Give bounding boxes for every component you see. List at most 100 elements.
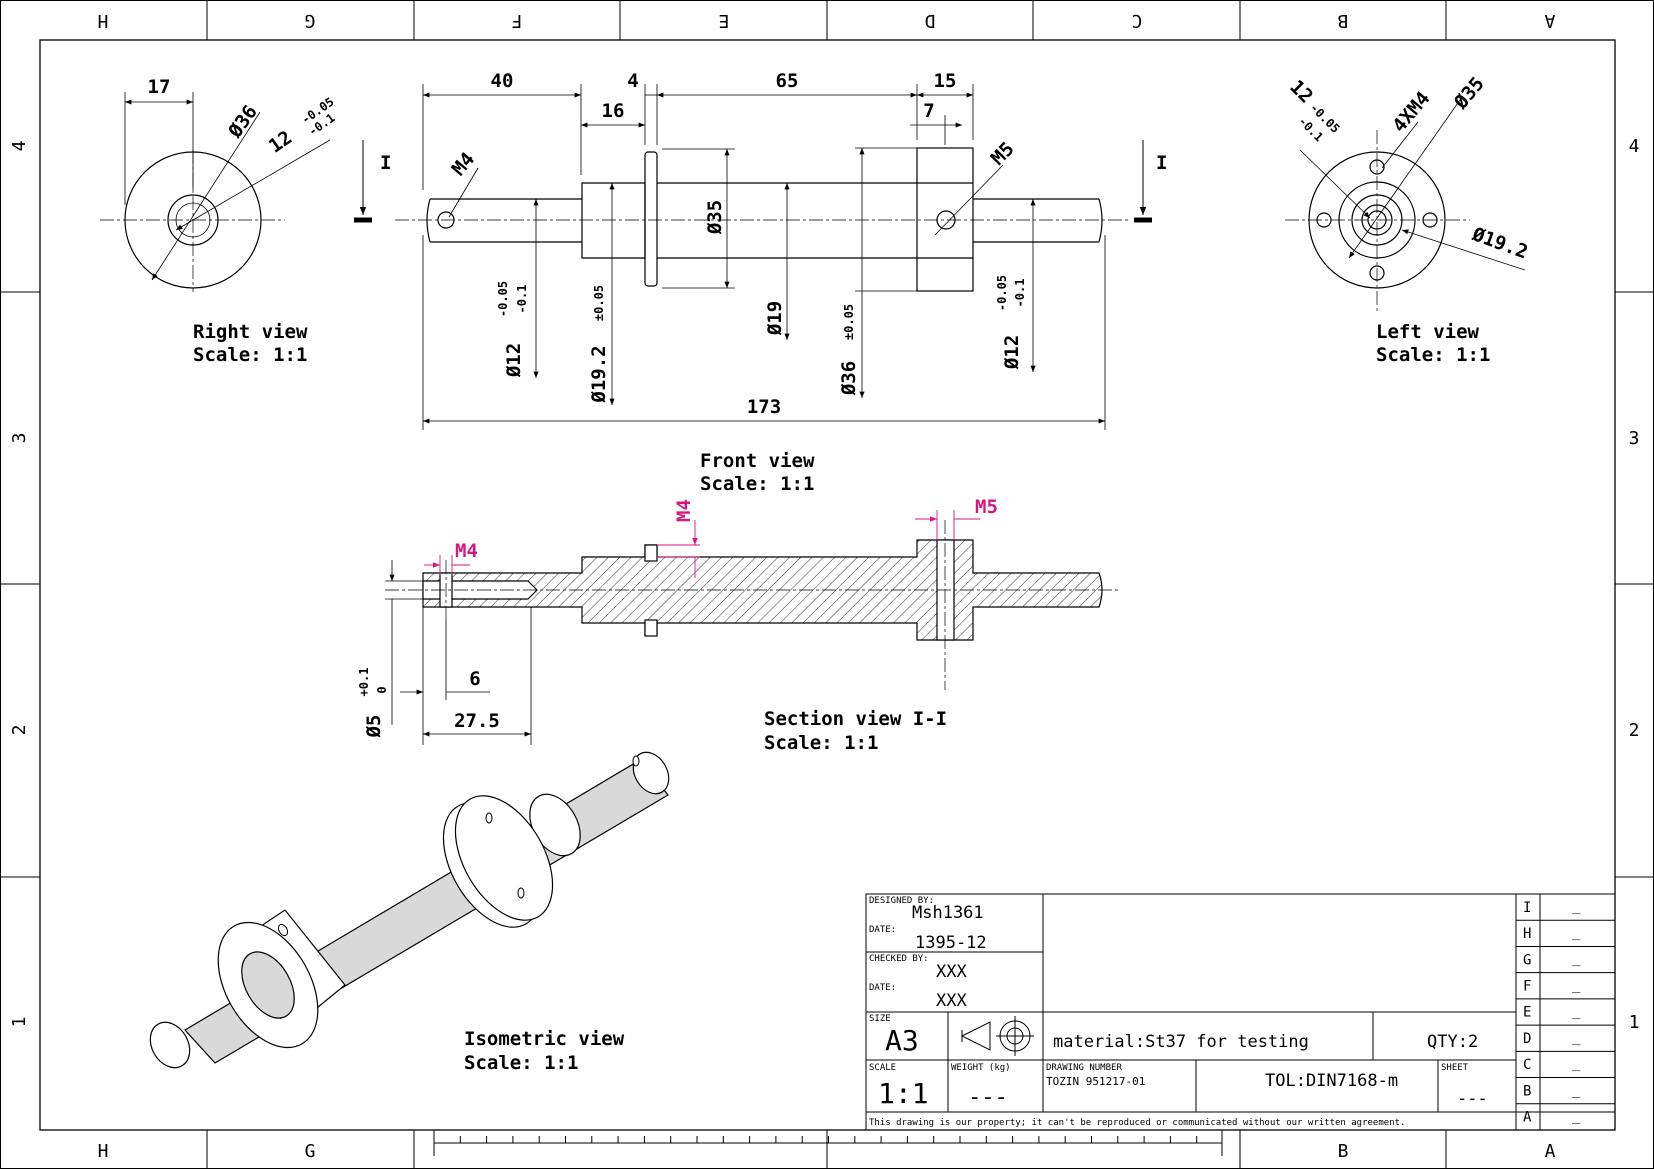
section-view: M4 M4 M5 6 27.5 Ø5 +0.1 0 Section view I… [357,496,1120,754]
front-dim-phi19-2: Ø19.2 [588,345,610,403]
front-left-shaft [426,198,582,243]
zone-label-right-4: 4 [1629,136,1640,157]
zone-label-left-3: 3 [9,433,30,444]
zone-label-right-1: 1 [1629,1012,1640,1033]
iso-nut-bore [241,951,295,1019]
front-shoulder [581,182,646,259]
front-label-m5: M5 [987,138,1019,170]
iso-view-title: Isometric view [464,1028,625,1050]
drawing-number-value: TOZIN 951217-01 [1046,1075,1145,1088]
material-text: material:St37 for testing [1053,1032,1309,1052]
front-dim-phi12-right: Ø12 [1001,335,1023,370]
projection-symbol-icon [947,1011,1044,1061]
front-view-title: Front view [700,450,815,472]
left-view-dim-12: 12 [1285,76,1317,108]
revision-value: _ [1572,1082,1581,1098]
front-dim-4: 4 [627,70,638,92]
section-view-title: Section view I-I [764,708,947,730]
zone-label-left-1: 1 [9,1017,30,1028]
qty-text: QTY:2 [1427,1032,1478,1052]
section-marker-left: I [380,152,391,174]
date2-value: XXX [936,991,967,1011]
section-label-m4-collar: M4 [673,499,695,522]
date-value: 1395-12 [915,933,987,953]
revision-letter: I [1523,900,1531,916]
revision-letter: C [1523,1057,1531,1073]
left-view-title: Left view [1376,321,1480,343]
zone-label-bottom-g: G [305,1141,316,1162]
section-label-m4-left: M4 [455,540,478,562]
date-label: DATE: [869,925,896,935]
iso-hole-2 [485,812,493,824]
tolerance-text: TOL:DIN7168-m [1265,1071,1398,1091]
section-dim-27-5: 27.5 [454,710,500,732]
zone-label-top-e: E [719,10,730,31]
front-tol-phi12-left-lo: -0.1 [515,285,529,314]
section-dim-phi5: Ø5 [363,715,385,739]
front-dim-173: 173 [747,396,781,418]
revision-value: _ [1572,1056,1581,1072]
checked-by-label: CHECKED BY: [869,954,929,964]
front-dim-65: 65 [776,70,799,92]
iso-view-scale: Scale: 1:1 [464,1052,578,1074]
size-value: A3 [885,1024,919,1057]
iso-hole-4 [632,755,640,767]
front-collar [644,151,658,287]
revision-value: _ [1572,951,1581,967]
section-marker-right: I [1156,152,1167,174]
revision-value: _ [1572,924,1581,940]
zone-label-right-3: 3 [1629,428,1640,449]
front-dim-phi35: Ø35 [704,200,726,235]
section-tol-phi5-lo: 0 [375,686,389,693]
checked-by-value: XXX [936,962,967,982]
left-view: 12 -0.05 -0.1 4XM4 Ø35 Ø19.2 Left view S… [1285,73,1531,366]
front-tol-phi12-left-up: -0.05 [496,281,510,317]
front-dim-7: 7 [923,100,934,122]
section-view-scale: Scale: 1:1 [764,732,878,754]
weight-value: --- [968,1085,1008,1110]
zone-label-top-b: B [1338,10,1349,31]
drawing-number-label: DRAWING NUMBER [1046,1063,1122,1073]
revision-letter: D [1523,1031,1531,1047]
zone-label-top-a: A [1544,10,1555,31]
ownership-footer: This drawing is our property; it can't b… [869,1118,1405,1128]
revision-value: _ [1572,977,1581,993]
front-dim-phi36: Ø36 [838,361,860,396]
revision-value: _ [1572,898,1581,914]
right-view-title: Right view [193,321,308,343]
right-view-dim-12: 12 [265,127,296,158]
iso-hole-1 [277,923,289,937]
revision-letter: A [1523,1110,1532,1126]
front-tol-phi12-right-lo: -0.1 [1013,279,1027,308]
zone-label-top-d: D [925,10,936,31]
zone-labels-side: 4 3 2 1 4 3 2 1 [9,136,1639,1033]
designed-by-value: Msh1361 [912,903,984,923]
revision-letter: F [1523,978,1531,994]
section-dim-6: 6 [469,668,480,690]
zone-label-top-h: H [98,10,109,31]
right-view-dim-dia36: Ø36 [224,101,262,143]
zone-label-top-f: F [512,10,523,31]
front-dim-phi19: Ø19 [764,301,786,336]
revision-letter: G [1523,952,1531,968]
zone-label-bottom-a: A [1545,1141,1556,1162]
front-dim-15: 15 [934,70,957,92]
front-tol-phi36: ±0.05 [842,304,856,340]
zone-label-top-g: G [305,10,316,31]
front-tol-phi12-right-up: -0.05 [995,275,1009,311]
zone-label-bottom-b: B [1338,1141,1349,1162]
front-dim-phi12-left: Ø12 [503,343,525,378]
zone-label-bottom-h: H [98,1141,109,1162]
sheet-label: SHEET [1441,1063,1469,1073]
right-view-dim-17: 17 [148,76,171,98]
front-view-scale: Scale: 1:1 [700,473,814,495]
left-view-dim-4xm4: 4XM4 [1388,88,1434,137]
title-block: DESIGNED BY: Msh1361 DATE: 1395-12 CHECK… [865,893,1616,1131]
scale-label: SCALE [869,1063,896,1073]
front-dim-40: 40 [491,70,514,92]
iso-shaft-end-left [149,1021,191,1069]
section-tol-phi5-up: +0.1 [357,668,371,697]
revision-value: _ [1572,1003,1581,1019]
front-right-shaft [973,198,1103,243]
